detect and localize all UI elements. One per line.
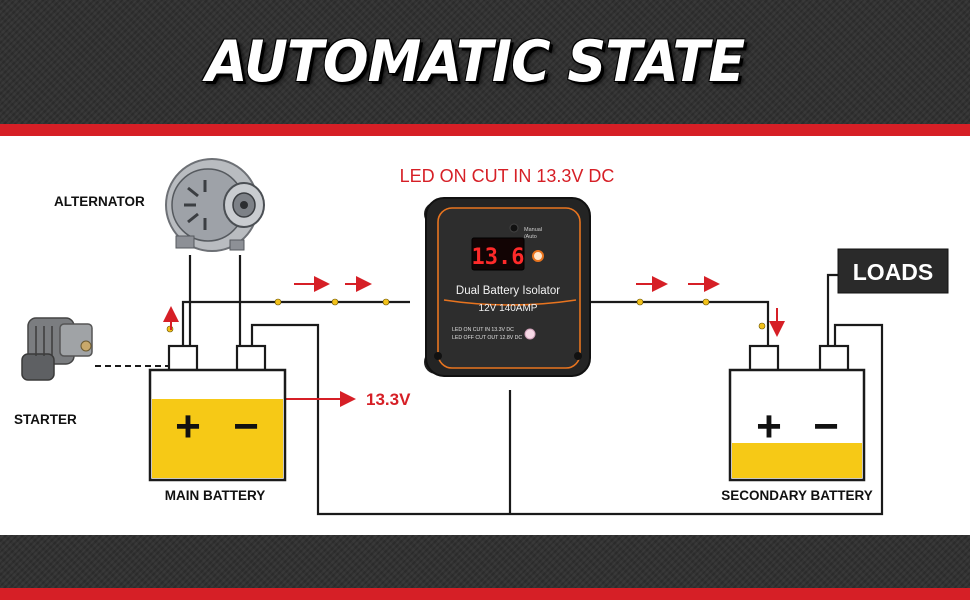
loads-wire <box>826 273 838 350</box>
cut-led-icon <box>524 328 536 340</box>
connector-dot <box>382 298 390 306</box>
starter-label: STARTER <box>14 412 77 427</box>
connector-dot <box>636 298 644 306</box>
mode-label-line1: Manual <box>524 227 542 233</box>
positive-bus-main <box>181 300 410 352</box>
secondary-battery-minus: − <box>813 402 839 451</box>
isolator-rating: 12V 140AMP <box>479 303 538 314</box>
mode-label-line2: /Auto <box>524 234 537 240</box>
led-note: LED ON CUT IN 13.3V DC <box>400 166 615 186</box>
footer-red-stripe <box>0 588 970 600</box>
main-battery-plus: + <box>175 402 201 451</box>
status-led-icon <box>532 250 544 262</box>
isolator-name: Dual Battery Isolator <box>456 285 560 297</box>
header-band <box>0 0 970 124</box>
negative-ground-loop <box>250 323 884 516</box>
battery-isolator <box>424 197 591 377</box>
cut-off-label: LED OFF CUT OUT 12.8V DC <box>452 335 522 341</box>
positive-bus-secondary <box>585 300 770 345</box>
header-red-stripe <box>0 124 970 136</box>
secondary-battery <box>728 344 866 482</box>
secondary-battery-label: SECONDARY BATTERY <box>721 488 873 503</box>
current-flow-arrows <box>163 276 785 407</box>
loads-label: LOADS <box>853 259 934 285</box>
voltage-label: 13.3V <box>366 390 411 409</box>
main-battery-label: MAIN BATTERY <box>165 488 266 503</box>
main-battery-charge-level <box>152 399 283 478</box>
page-title: AUTOMATIC STATE <box>205 28 746 95</box>
main-battery-minus: − <box>233 402 259 451</box>
loads-box <box>837 248 949 294</box>
alternator-label: ALTERNATOR <box>54 194 145 209</box>
connector-dot <box>758 322 766 330</box>
main-battery <box>148 344 287 482</box>
alternator-icon <box>165 158 265 252</box>
secondary-battery-charge-level <box>732 443 862 478</box>
connector-dot <box>702 298 710 306</box>
mode-button-icon <box>509 223 519 233</box>
starter-icon <box>21 317 93 381</box>
connector-dot <box>274 298 282 306</box>
connector-dots <box>166 298 766 333</box>
voltage-display: 13.6 <box>472 245 525 270</box>
cut-in-label: LED ON CUT IN 13.3V DC <box>452 327 514 333</box>
footer-band <box>0 535 970 588</box>
secondary-battery-plus: + <box>756 402 782 451</box>
connector-dot <box>331 298 339 306</box>
